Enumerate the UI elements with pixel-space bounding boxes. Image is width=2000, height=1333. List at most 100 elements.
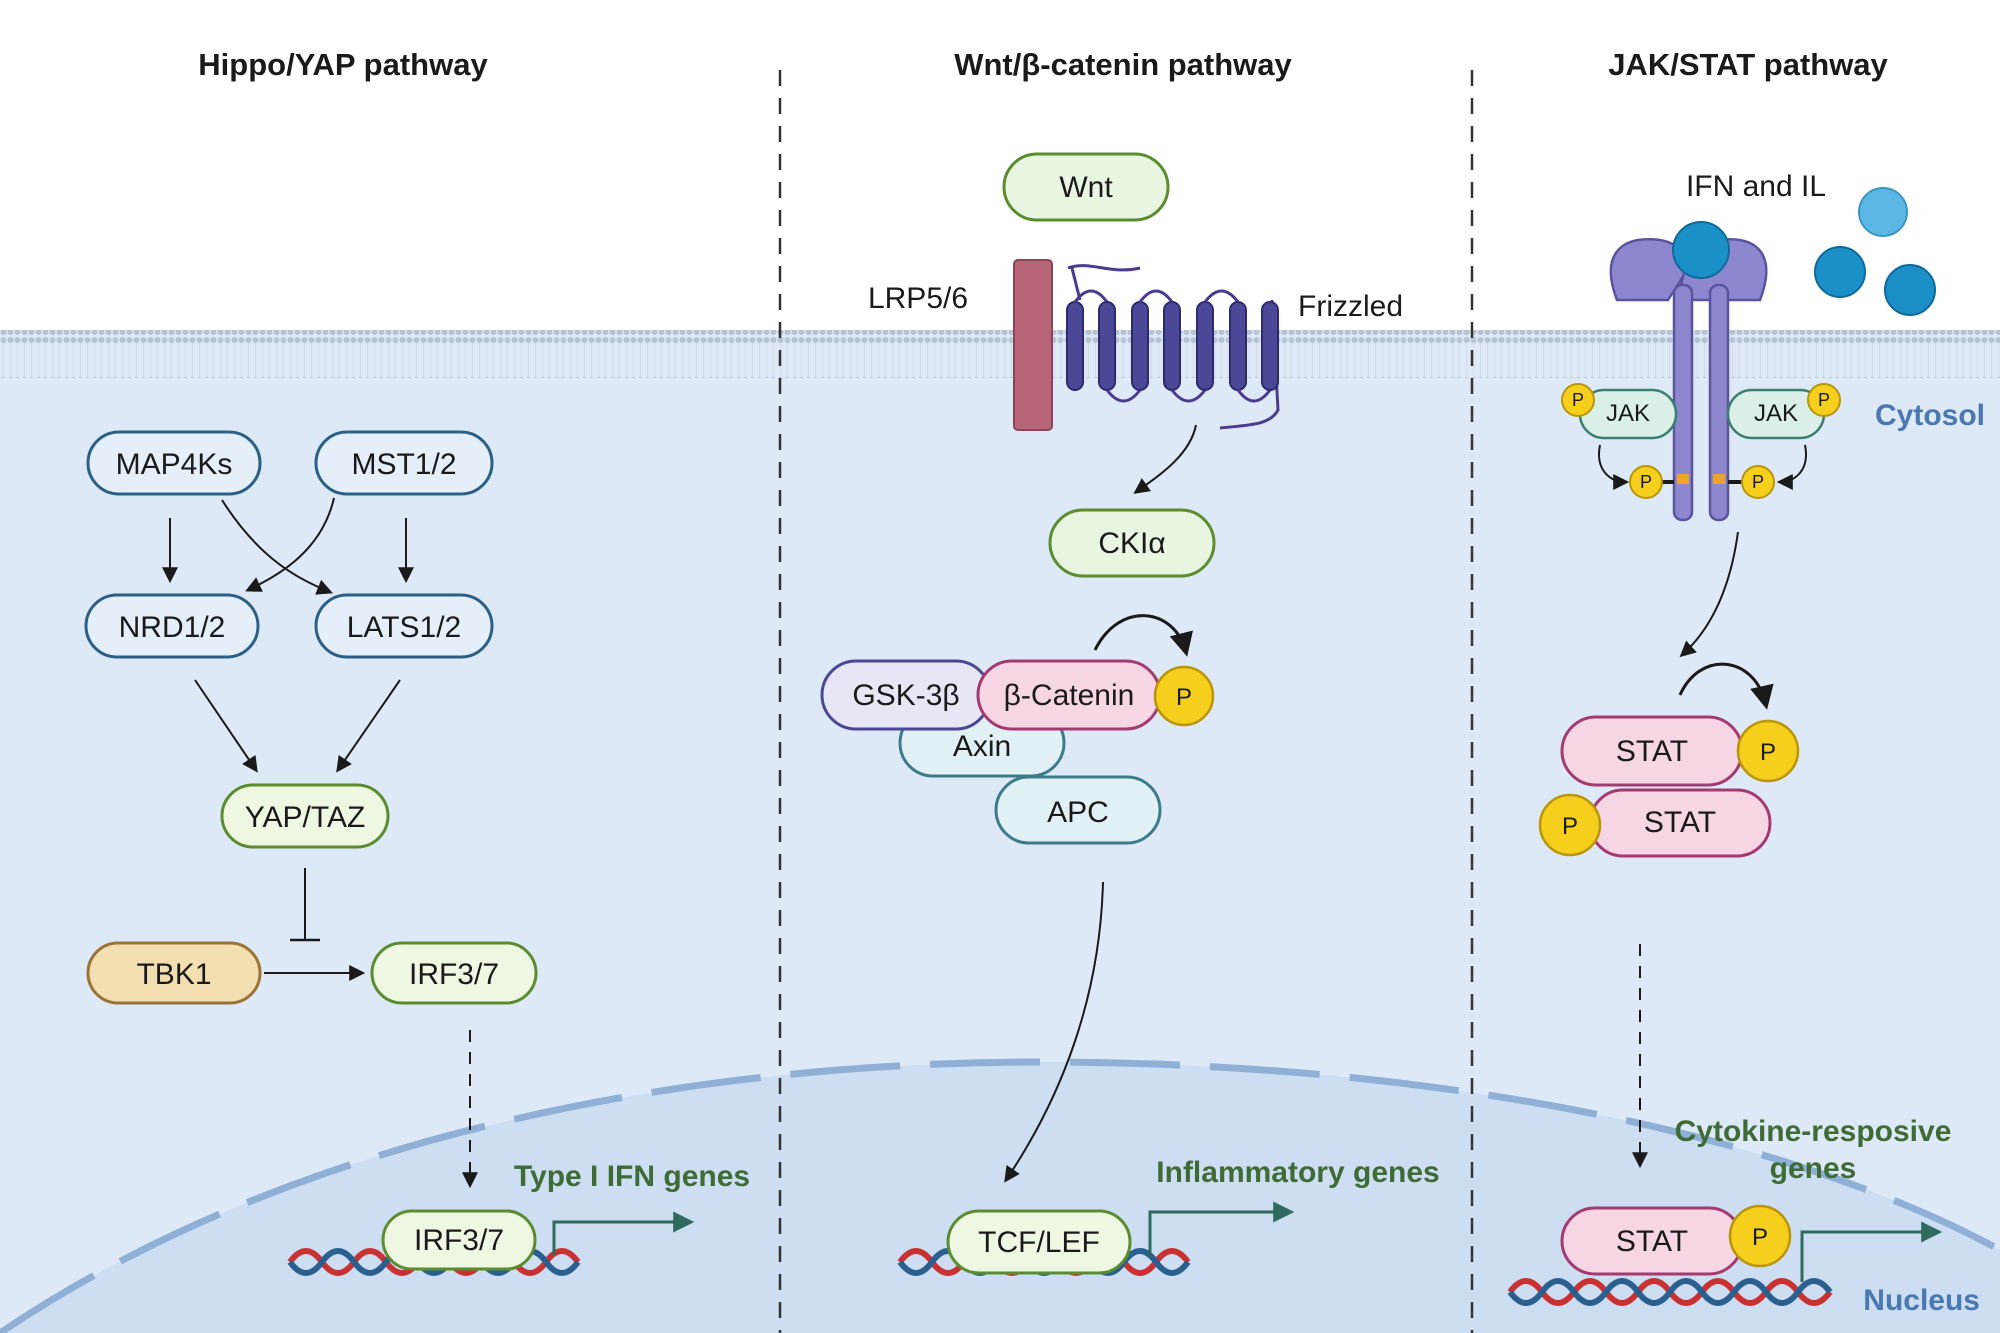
node-yap-label: YAP/TAZ [245, 801, 366, 834]
node-mst-label: MST1/2 [351, 448, 456, 481]
node-irf [370, 941, 538, 1005]
frizzled-helix [1229, 301, 1247, 391]
node-map4ks-label: MAP4Ks [116, 448, 233, 481]
node-map4ks [86, 430, 262, 496]
gene-label-inflammatory: Inflammatory genes [1156, 1156, 1439, 1189]
node-gsk-label: GSK-3β [852, 679, 959, 712]
node-catenin-label: β-Catenin [1004, 679, 1135, 712]
dna-helix [1507, 1278, 1833, 1306]
node-irf-nuclear-label: IRF3/7 [414, 1224, 504, 1257]
phospho-receptor-right [1741, 465, 1775, 499]
frizzled-receptor [1067, 264, 1280, 430]
cytokine-ligand [1814, 246, 1866, 298]
node-axin-label: Axin [953, 730, 1011, 763]
header-hippo: Hippo/YAP pathway [198, 47, 488, 82]
arrow [336, 679, 401, 773]
node-tcf [946, 1209, 1132, 1275]
gene-label-cytokine-2: genes [1770, 1152, 1857, 1185]
node-stat-nuclear-label: STAT [1616, 1225, 1688, 1258]
gene-label-cytokine-1: Cytokine-resposive [1675, 1115, 1952, 1148]
phosphorylation-arrow [1093, 614, 1193, 657]
node-nrd [84, 593, 260, 659]
lrp-label: LRP5/6 [868, 282, 968, 315]
frizzled-helix [1131, 301, 1149, 391]
phospho-catenin-label: P [1176, 684, 1192, 711]
frizzled-loop [1203, 289, 1240, 303]
node-jak-left-label: JAK [1606, 400, 1650, 427]
frizzled-helix [1261, 301, 1279, 391]
header-wnt: Wnt/β-catenin pathway [954, 47, 1292, 82]
transcription-arrow [552, 1211, 695, 1255]
phospho-stat-2 [1538, 793, 1602, 857]
arrow [1004, 881, 1104, 1183]
frizzled-loop [1236, 389, 1272, 403]
cytokine-ligand [1672, 221, 1730, 279]
node-yap [220, 783, 390, 849]
cytokine-ligand [1884, 264, 1936, 316]
jak-pathway: IFN and IL JAK JAK P P P P [1507, 170, 1952, 1306]
node-lats [314, 593, 494, 659]
phospho-label: P [1752, 472, 1764, 492]
frizzled-helix [1066, 301, 1084, 391]
arrow [245, 497, 335, 592]
cytosol-label: Cytosol [1875, 399, 1985, 432]
arrow [1598, 444, 1630, 490]
phospho-receptor-left [1629, 465, 1663, 499]
phospho-stat-nuclear [1728, 1204, 1792, 1268]
node-irf-label: IRF3/7 [409, 958, 499, 991]
frizzled-helix [1163, 301, 1181, 391]
node-ck-label: CKIα [1098, 527, 1165, 560]
nuclear-envelope [0, 1058, 2000, 1333]
arrow [221, 499, 333, 595]
wnt-pathway: Wnt LRP5/6 Frizzled CKIα Axin APC GSK-3β… [820, 152, 1440, 1276]
header-jak: JAK/STAT pathway [1608, 47, 1888, 82]
ligand-label: IFN and IL [1686, 170, 1826, 203]
frizzled-helix [1098, 301, 1116, 391]
phospho-jak-right [1807, 383, 1841, 417]
phospho-jak-left [1561, 383, 1595, 417]
hippo-pathway: MAP4Ks MST1/2 NRD1/2 LATS1/2 YAP/TAZ TBK… [84, 430, 750, 1276]
node-wnt-label: Wnt [1059, 171, 1113, 204]
node-apc [994, 775, 1162, 845]
phospho-label: P [1640, 472, 1652, 492]
cytokine-ligand [1858, 187, 1908, 237]
node-lats-label: LATS1/2 [347, 611, 462, 644]
transcription-arrow [1800, 1221, 1943, 1282]
node-ck [1048, 508, 1216, 578]
arrow [1133, 424, 1197, 494]
frizzled-helix [1196, 301, 1214, 391]
frizzled-loop [1170, 389, 1207, 403]
frizzled-helices [1066, 289, 1279, 403]
phospho-label: P [1562, 813, 1578, 840]
node-tbk1-label: TBK1 [136, 958, 211, 991]
gene-label-ifn: Type I IFN genes [514, 1160, 750, 1193]
phospho-label: P [1752, 1224, 1768, 1251]
arrow [1679, 531, 1739, 658]
phospho-catenin [1153, 665, 1215, 727]
frizzled-label: Frizzled [1298, 290, 1403, 323]
arrow [1776, 444, 1807, 490]
node-jak-right-label: JAK [1754, 400, 1798, 427]
node-apc-label: APC [1047, 796, 1109, 829]
phosphorylation-arrow [1678, 662, 1774, 710]
phospho-label: P [1760, 739, 1776, 766]
node-nrd-label: NRD1/2 [119, 611, 226, 644]
transcription-arrow [1148, 1201, 1295, 1257]
phospho-stat-1 [1736, 719, 1800, 783]
frizzled-loop [1138, 289, 1174, 303]
node-stat-2-label: STAT [1644, 806, 1716, 839]
phospho-label: P [1572, 390, 1584, 410]
node-mst [314, 430, 494, 496]
node-tbk1 [86, 941, 262, 1005]
node-irf-nuclear [381, 1209, 537, 1271]
frizzled-loop [1105, 389, 1142, 403]
phospho-label: P [1818, 390, 1830, 410]
node-wnt [1002, 152, 1170, 222]
nucleus-label: Nucleus [1863, 1284, 1980, 1317]
arrow [194, 679, 258, 773]
node-stat-1-label: STAT [1616, 735, 1688, 768]
frizzled-loop [1073, 289, 1109, 303]
lrp-receptor [1013, 259, 1053, 431]
node-tcf-label: TCF/LEF [978, 1226, 1100, 1259]
